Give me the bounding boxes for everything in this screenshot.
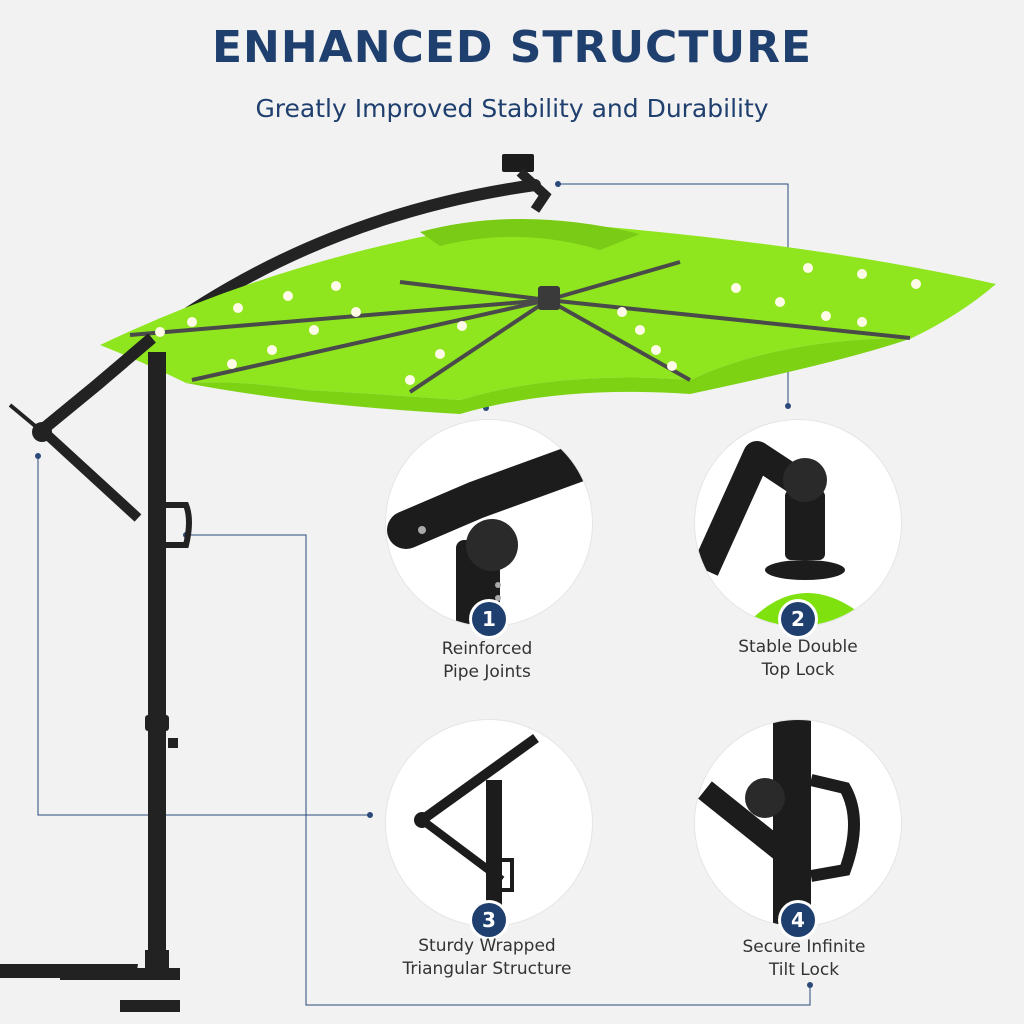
feature-caption-3-line-2: Triangular Structure: [402, 959, 572, 979]
feature-caption-2-line-2: Top Lock: [761, 660, 835, 680]
feature-caption-2: Stable Double Top Lock: [688, 636, 908, 682]
feature-image-pipe-joint: [386, 420, 592, 626]
feature-caption-2-line-1: Stable Double: [738, 637, 858, 657]
badge-4: 4: [781, 903, 815, 937]
page-title: ENHANCED STRUCTURE: [211, 22, 813, 73]
feature-caption-3-line-1: Sturdy Wrapped: [418, 936, 556, 956]
canopy: [100, 218, 996, 414]
feature-caption-4-line-1: Secure Infinite: [742, 937, 866, 957]
feature-image-triangular-structure: [386, 720, 592, 926]
feature-caption-1-line-2: Pipe Joints: [443, 662, 531, 682]
feature-caption-1: Reinforced Pipe Joints: [377, 638, 597, 684]
feature-image-tilt-lock: [695, 720, 901, 926]
feature-image-top-lock: [695, 420, 901, 626]
page-subtitle: Greatly Improved Stability and Durabilit…: [255, 94, 769, 123]
badge-1: 1: [472, 602, 506, 636]
badge-2: 2: [781, 602, 815, 636]
feature-caption-4-line-2: Tilt Lock: [768, 960, 840, 980]
feature-caption-1-line-1: Reinforced: [441, 639, 533, 659]
feature-caption-3: Sturdy Wrapped Triangular Structure: [377, 935, 597, 981]
feature-caption-4: Secure Infinite Tilt Lock: [694, 936, 914, 982]
badge-3: 3: [472, 903, 506, 937]
pole-and-base: [0, 333, 192, 1012]
